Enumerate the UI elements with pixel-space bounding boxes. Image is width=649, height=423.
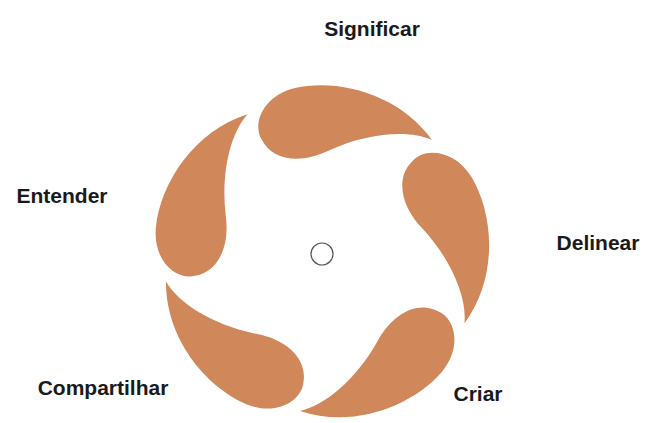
- petals: [134, 85, 517, 423]
- center-circle: [311, 243, 333, 265]
- stage-label: Compartilhar: [38, 376, 169, 400]
- petal: [393, 141, 517, 329]
- stage-label: Criar: [453, 382, 502, 406]
- petal: [142, 97, 266, 285]
- stage-label: Significar: [324, 17, 420, 41]
- stage-label: Entender: [16, 184, 107, 208]
- petal: [134, 266, 318, 423]
- petal: [258, 85, 432, 158]
- petal: [289, 294, 473, 423]
- stage-label: Delinear: [557, 231, 640, 255]
